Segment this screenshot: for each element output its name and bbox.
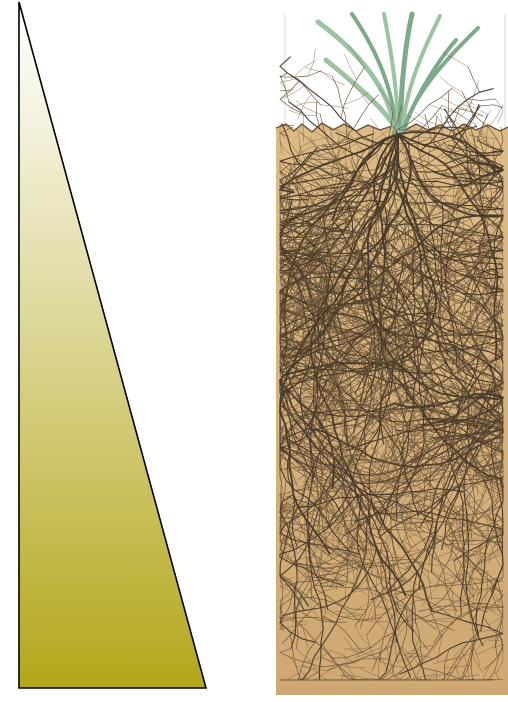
root-system-illustration xyxy=(276,14,508,695)
depth-gradient-wedge xyxy=(19,2,206,688)
